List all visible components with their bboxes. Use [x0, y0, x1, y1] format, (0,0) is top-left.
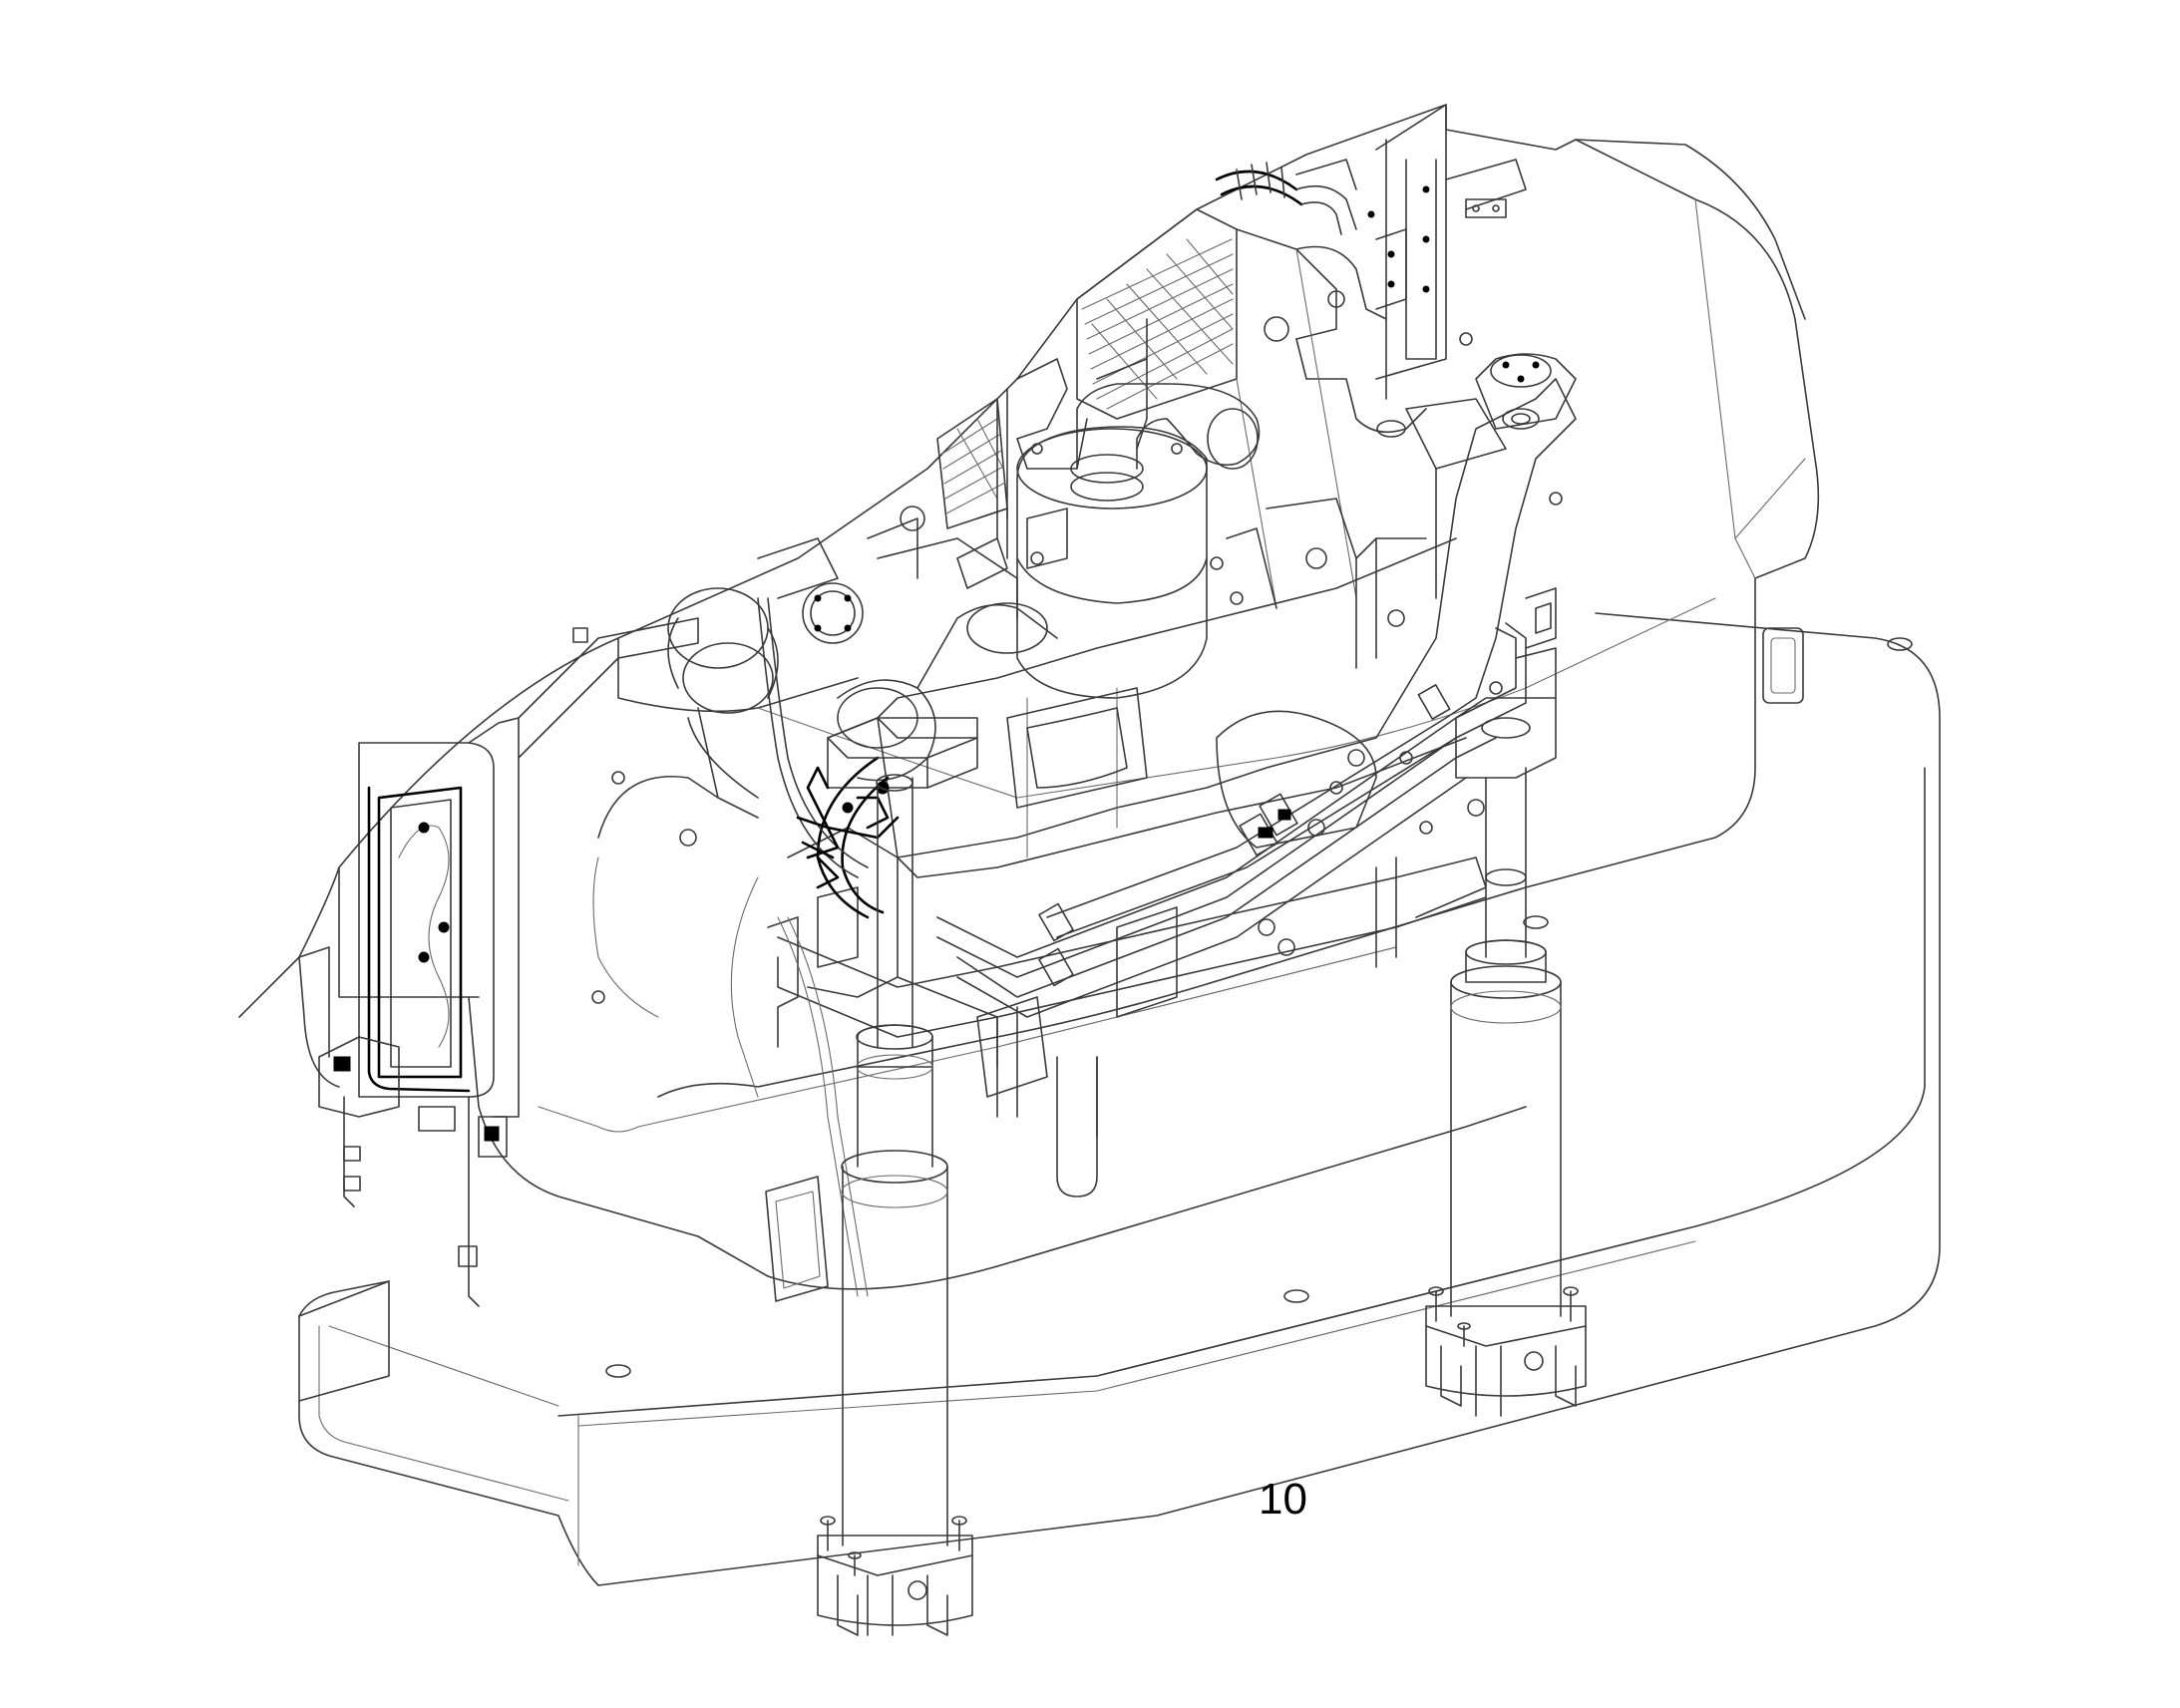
air-filter: [1016, 383, 1261, 699]
hydraulic-lines: [687, 597, 1527, 1297]
valve-block: [796, 717, 978, 889]
chassis-frame: [591, 316, 1577, 1197]
left-panel-assembly: [298, 617, 699, 1307]
body-shell: [238, 104, 1820, 1302]
corrugated-hose: [1215, 159, 1357, 235]
base-counterweight: [298, 612, 1941, 1586]
rear-right-bracket: [1515, 587, 1557, 699]
engine-compartment: [936, 104, 1527, 609]
turbo-housing: [667, 506, 1058, 782]
figure-label: 10: [1259, 1475, 1307, 1524]
lift-cylinder-right: [1425, 697, 1587, 1417]
lift-cylinder-left: [817, 774, 973, 1636]
